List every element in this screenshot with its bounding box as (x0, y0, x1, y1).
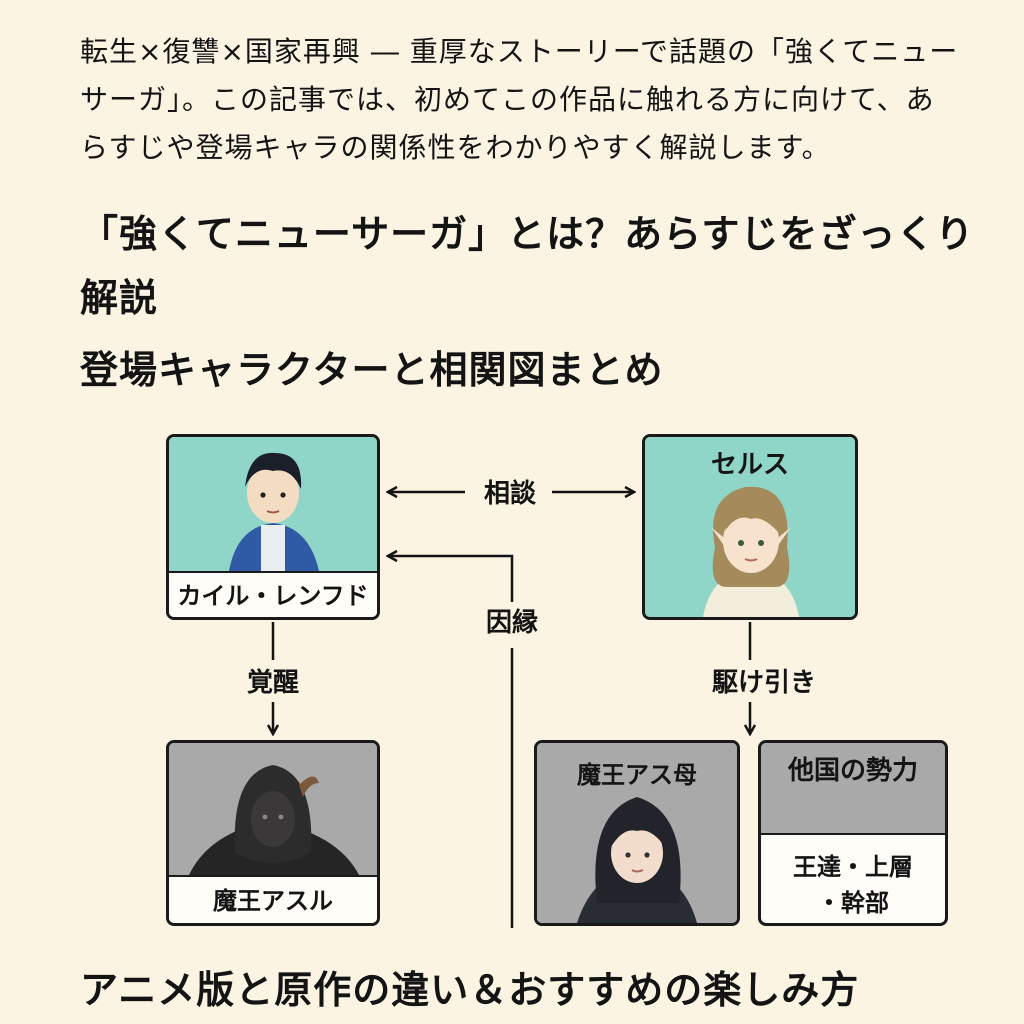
character-card-asul: 魔王アスル (166, 740, 380, 926)
other-nations-card: 他国の勢力 王達・上層 ・幹部 (758, 740, 948, 926)
other-nations-line-1: 王達・上層 (793, 853, 913, 881)
demon-queen-portrait (537, 743, 737, 923)
arrow-enemy-top (388, 556, 514, 602)
celes-name: セルス (710, 450, 789, 480)
heading-characters: 登場キャラクターと相関図まとめ (80, 348, 664, 392)
character-card-celes: セルス (642, 434, 858, 620)
other-nations-body: 王達・上層 ・幹部 (761, 837, 945, 923)
character-card-kyle: カイル・レンフド (166, 434, 380, 620)
demon-queen-name: 魔王アス母 (577, 761, 697, 789)
other-nations-title: 他国の勢力 (761, 743, 945, 835)
edge-label-enemy: 因縁 (474, 606, 550, 640)
celes-portrait (645, 437, 855, 617)
elf-portrait-icon (703, 486, 799, 617)
edge-label-tug: 駆け引き (694, 666, 834, 700)
heading-anime-vs-original: アニメ版と原作の違い＆おすすめの楽しみ方 (80, 968, 860, 1012)
dark-haired-woman-portrait-icon (577, 797, 697, 923)
kyle-name: カイル・レンフド (169, 571, 377, 617)
kyle-portrait (169, 437, 377, 571)
asul-portrait (169, 743, 377, 875)
edge-label-cooperate: 相談 (470, 477, 550, 511)
edge-label-awaken: 覚醒 (228, 666, 318, 700)
intro-paragraph: 転生×復讐×国家再興 ― 重厚なストーリーで話題の「強くてニューサーガ」。この記… (80, 35, 959, 164)
asul-name: 魔王アスル (169, 875, 377, 923)
demon-lord-portrait-icon (189, 765, 359, 875)
character-card-demon-queen: 魔王アス母 (534, 740, 740, 926)
other-nations-line-2: ・幹部 (817, 889, 889, 917)
heading-synopsis: 「強くてニューサーガ」とは？あらすじをざっくり解説 (80, 212, 975, 320)
hero-portrait-icon (229, 452, 319, 571)
